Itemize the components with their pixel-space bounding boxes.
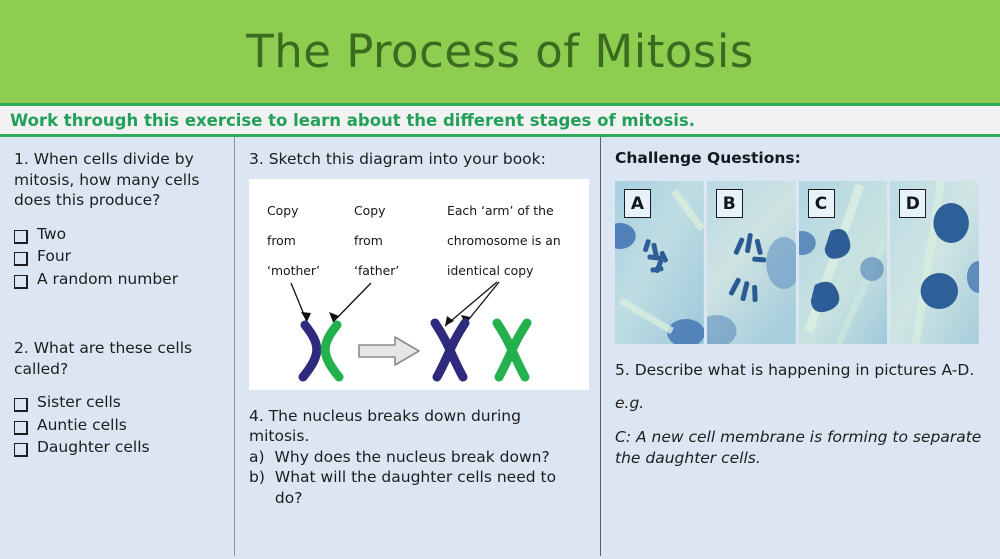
part-text: What will the daughter cells need to do? bbox=[274, 468, 557, 508]
option-label: Four bbox=[37, 247, 72, 266]
spacer bbox=[615, 381, 990, 393]
header-band: The Process of Mitosis bbox=[0, 0, 1000, 103]
spacer bbox=[14, 292, 224, 338]
spacer bbox=[14, 211, 224, 225]
question-1-text: 1. When cells divide by mitosis, how man… bbox=[14, 150, 200, 210]
checkbox-icon[interactable] bbox=[14, 274, 28, 289]
checkbox-icon[interactable] bbox=[14, 229, 28, 244]
diagram-label-arm-line3: identical copy bbox=[447, 263, 533, 278]
process-arrow-icon bbox=[358, 335, 420, 366]
option-label: Two bbox=[37, 224, 67, 243]
option-label: Sister cells bbox=[37, 393, 121, 412]
nucleus-lower bbox=[920, 273, 959, 309]
diagram-label-mother-line3: ‘mother’ bbox=[267, 263, 320, 278]
checkbox-icon[interactable] bbox=[14, 398, 28, 413]
micrograph-strip: A bbox=[615, 181, 979, 344]
part-text: Why does the nucleus break down? bbox=[274, 447, 550, 466]
subtitle-bar: Work through this exercise to learn abou… bbox=[0, 103, 1000, 137]
micrograph-label-b: B bbox=[715, 189, 743, 218]
option-row[interactable]: Four bbox=[14, 247, 224, 267]
chromosome-cluster bbox=[728, 233, 766, 302]
diagram-label-father-line2: from bbox=[354, 233, 383, 248]
spacer bbox=[14, 379, 224, 393]
micrograph-label-c: C bbox=[807, 189, 835, 218]
diagram-label-arm-line2: chromosome is an bbox=[447, 233, 561, 248]
question-5-text: 5. Describe what is happening in picture… bbox=[615, 361, 975, 379]
daughter-nucleus-lower bbox=[810, 281, 839, 313]
subtitle-text: Work through this exercise to learn abou… bbox=[10, 110, 696, 130]
micrograph-label-d: D bbox=[899, 189, 927, 218]
checkbox-icon[interactable] bbox=[14, 442, 28, 457]
right-column: Challenge Questions: bbox=[600, 137, 1000, 556]
chromosome-navy-single bbox=[298, 320, 322, 382]
option-row[interactable]: A random number bbox=[14, 270, 224, 289]
question-1-options: Two Four A random number bbox=[14, 225, 224, 289]
question-3-text: 3. Sketch this diagram into your book: bbox=[249, 150, 546, 168]
diagram-label-father-line3: ‘father’ bbox=[354, 263, 399, 278]
diagram-pointer-arrowheads bbox=[301, 311, 470, 326]
question-4-text: 4. The nucleus breaks down during mitosi… bbox=[249, 406, 521, 446]
left-column: 1. When cells divide by mitosis, how man… bbox=[0, 137, 234, 556]
micrograph-a[interactable]: A bbox=[615, 181, 704, 344]
option-row[interactable]: Daughter cells bbox=[14, 438, 224, 457]
chromosome-green-single bbox=[320, 320, 344, 382]
micrograph-c[interactable]: C bbox=[798, 181, 888, 344]
question-2-options: Sister cells Auntie cells Daughter cells bbox=[14, 393, 224, 457]
question-2-text: 2. What are these cells called? bbox=[14, 338, 193, 378]
diagram-label-arm-line1: Each ‘arm’ of the bbox=[447, 203, 554, 218]
chromosome-navy-duplicated bbox=[430, 318, 470, 382]
question-5-block: 5. Describe what is happening in picture… bbox=[615, 360, 990, 468]
diagram-label-mother-line2: from bbox=[267, 233, 296, 248]
option-row[interactable]: Two bbox=[14, 225, 224, 244]
question-4-part-b: b) What will the daughter cells need to … bbox=[249, 467, 586, 508]
micrograph-d[interactable]: D bbox=[890, 181, 979, 344]
page-title: The Process of Mitosis bbox=[246, 25, 754, 78]
option-row[interactable]: Sister cells bbox=[14, 393, 224, 413]
worksheet-columns: 1. When cells divide by mitosis, how man… bbox=[0, 137, 1000, 556]
spacer bbox=[615, 413, 990, 427]
part-marker: a) bbox=[249, 447, 265, 466]
chromosome-diagram: Copy from ‘mother’ Copy from ‘father’ Ea… bbox=[249, 178, 589, 390]
example-answer: C: A new cell membrane is forming to sep… bbox=[615, 428, 982, 467]
micrograph-label-a: A bbox=[624, 189, 651, 218]
micrograph-b[interactable]: B bbox=[706, 181, 796, 344]
option-label: Auntie cells bbox=[37, 415, 127, 434]
challenge-questions-heading: Challenge Questions: bbox=[615, 149, 801, 167]
question-4-part-a: a) Why does the nucleus break down? bbox=[249, 447, 586, 468]
daughter-nucleus-upper bbox=[824, 229, 850, 259]
middle-column: 3. Sketch this diagram into your book: C… bbox=[234, 137, 600, 556]
option-label: A random number bbox=[37, 269, 179, 288]
diagram-label-mother-line1: Copy bbox=[267, 203, 298, 218]
part-marker: b) bbox=[249, 468, 265, 487]
option-row[interactable]: Auntie cells bbox=[14, 416, 224, 435]
diagram-label-father-line1: Copy bbox=[354, 203, 385, 218]
checkbox-icon[interactable] bbox=[14, 252, 28, 267]
nucleus-upper bbox=[933, 203, 970, 243]
example-label: e.g. bbox=[615, 393, 645, 412]
question-4-block: 4. The nucleus breaks down during mitosi… bbox=[249, 406, 586, 509]
chromosome-cluster bbox=[643, 239, 668, 274]
option-label: Daughter cells bbox=[37, 437, 150, 456]
checkbox-icon[interactable] bbox=[14, 420, 28, 435]
chromosome-green-duplicated bbox=[492, 318, 532, 382]
